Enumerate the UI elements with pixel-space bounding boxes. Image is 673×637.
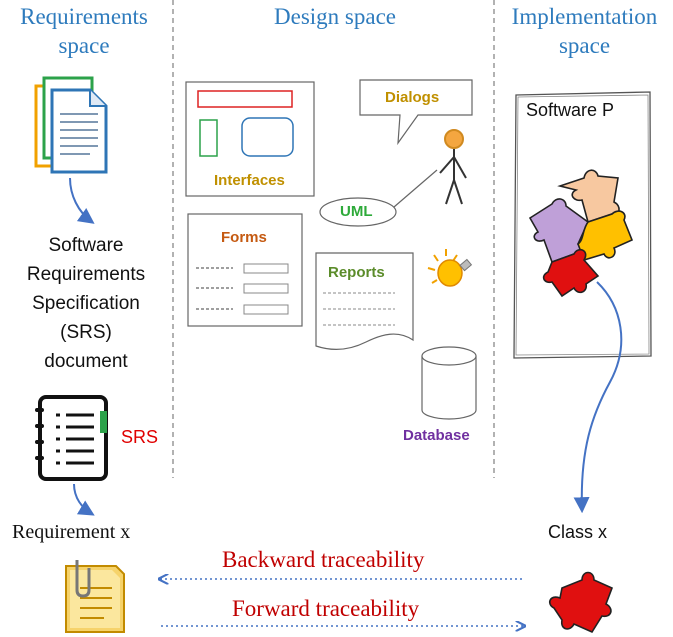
database-icon — [421, 346, 477, 420]
forms-label: Forms — [221, 229, 267, 246]
srs-document-line-3: Specification — [32, 293, 140, 314]
forms-panel — [187, 213, 303, 327]
person-icon — [439, 129, 467, 205]
database-label: Database — [403, 427, 470, 444]
uml-connector — [393, 169, 438, 208]
dialogs-bubble — [359, 79, 473, 146]
requirement-x-label: Requirement x — [12, 521, 131, 543]
srs-document-line-4: (SRS) — [60, 322, 112, 343]
implementation-space-header: Implementation space — [511, 4, 658, 58]
reports-label: Reports — [328, 264, 385, 281]
forward-traceability-label: Forward traceability — [232, 596, 420, 621]
lightbulb-icon — [427, 249, 473, 287]
class-puzzle-icon — [548, 571, 614, 634]
srs-document-line-5: document — [44, 351, 128, 372]
arrow-docs-to-srs — [69, 177, 95, 224]
class-x-label: Class x — [548, 522, 608, 542]
software-p-label: Software P — [526, 100, 615, 120]
interfaces-panel — [185, 81, 315, 197]
documents-icon — [34, 76, 108, 174]
srs-label: SRS — [121, 427, 159, 447]
arrow-software-to-class — [573, 281, 623, 514]
requirements-space-header: Requirements space — [20, 4, 148, 58]
backward-traceability-label: Backward traceability — [222, 547, 425, 572]
uml-label: UML — [340, 203, 373, 220]
arrow-srs-to-requirement — [73, 483, 95, 516]
srs-document-line-1: Software — [48, 235, 124, 256]
notebook-icon — [35, 395, 108, 481]
reports-document — [315, 252, 414, 351]
uml-ellipse — [319, 197, 397, 227]
interfaces-label: Interfaces — [214, 172, 285, 189]
dialogs-label: Dialogs — [385, 89, 440, 106]
puzzle-cluster — [528, 169, 634, 298]
srs-document-line-2: Requirements — [26, 264, 146, 285]
note-icon — [65, 560, 125, 633]
design-space-header: Design space — [274, 4, 396, 29]
